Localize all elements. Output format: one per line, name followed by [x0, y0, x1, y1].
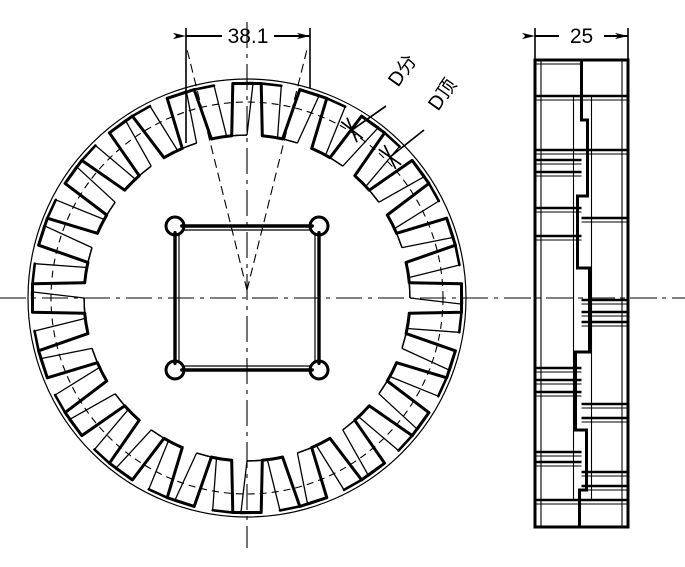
tip-diameter-leader-tick: [378, 144, 402, 170]
center-lines: [0, 22, 685, 548]
gear-geometry: [27, 78, 467, 518]
pitch-diameter-label: D分: [384, 51, 421, 91]
side-profile-geometry: [533, 58, 630, 529]
tip-diameter-label: D顶: [424, 75, 461, 115]
tip-diameter-leader-line: [389, 129, 425, 158]
span-dimension: 38.1: [173, 25, 311, 143]
width-dimension: 25: [522, 25, 629, 62]
pitch-diameter-leader-line: [351, 105, 387, 131]
tip-diameter-callout: D顶: [378, 75, 461, 170]
width-dimension-value: 25: [570, 25, 593, 48]
front-view: [27, 78, 467, 518]
side-view: [533, 58, 630, 529]
pitch-diameter-leader-tick: [340, 117, 364, 143]
span-dimension-value: 38.1: [228, 25, 269, 48]
